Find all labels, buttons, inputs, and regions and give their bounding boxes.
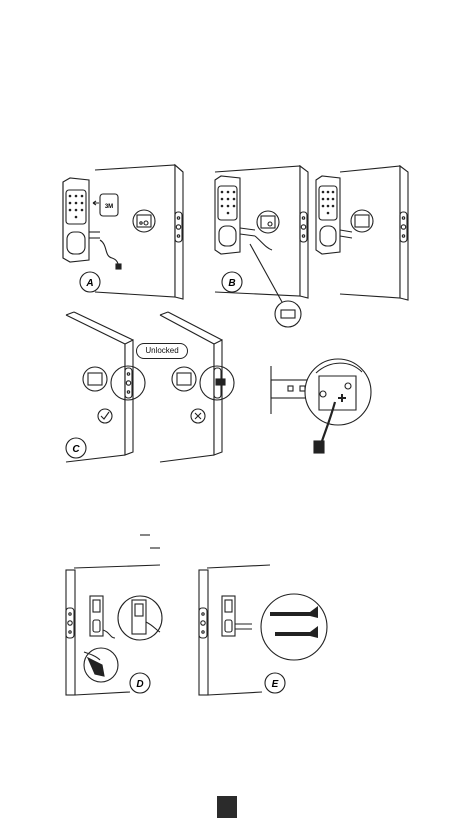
keypad-a <box>63 178 121 269</box>
door-1 <box>95 165 183 299</box>
door-d <box>66 565 162 695</box>
door-c-right <box>160 312 234 462</box>
step-label-c: C <box>72 444 80 455</box>
unlocked-label: Unlocked <box>136 343 188 359</box>
tape-label: 3M <box>105 204 113 210</box>
door-3 <box>340 166 408 300</box>
step-label-d: D <box>136 679 143 690</box>
page-number-box <box>217 796 237 818</box>
keypad-c <box>316 176 352 254</box>
latch-detail <box>271 359 371 453</box>
underline-marks <box>0 525 454 555</box>
figure-top-row: A B 3M <box>0 0 454 340</box>
figure-middle-row: C <box>0 300 454 470</box>
step-label-e: E <box>272 679 279 690</box>
step-label-b: B <box>228 278 235 289</box>
step-label-a: A <box>85 278 93 289</box>
door-e <box>199 565 327 695</box>
figure-bottom-row: D E <box>0 560 454 700</box>
